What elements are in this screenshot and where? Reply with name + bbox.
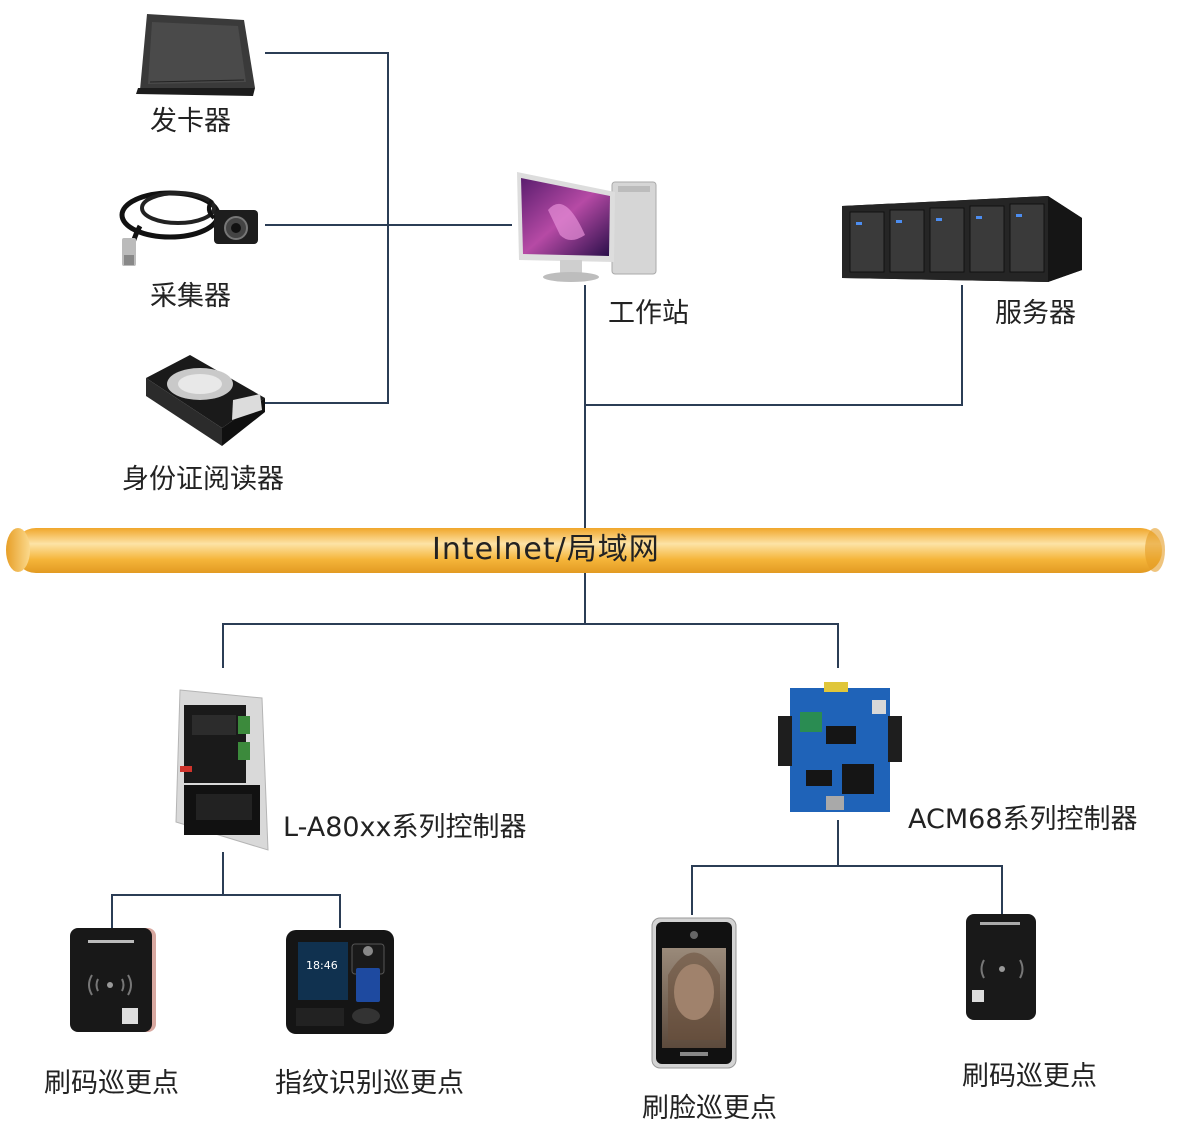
workstation-device: [517, 172, 657, 282]
collector-label: 采集器: [150, 281, 231, 312]
network-bus: [6, 528, 1165, 573]
card-issuer-device: [136, 14, 255, 96]
controller-la80-device: [175, 689, 269, 851]
collector-device: [119, 190, 258, 266]
workstation-label: 工作站: [608, 298, 689, 329]
wire-group-enrollment: [265, 52, 512, 404]
server-device: [842, 196, 1082, 282]
controller-left-label: L-A80xx系列控制器: [283, 812, 527, 843]
card-issuer-label: 发卡器: [150, 106, 231, 137]
patrol-face-label: 刷脸巡更点: [642, 1093, 777, 1124]
fingerprint-patrol-device: [286, 930, 394, 1034]
face-patrol-device: [651, 917, 737, 1069]
id-reader-device: [146, 355, 265, 446]
server-label: 服务器: [995, 298, 1076, 329]
network-bus-label: Intelnet/局域网: [432, 532, 660, 567]
wire-group-backbone: [222, 285, 963, 668]
card-patrol-right-device: [966, 914, 1036, 1020]
patrol-fingerprint-label: 指纹识别巡更点: [275, 1068, 464, 1099]
fingerprint-clock-text: 18:46: [306, 959, 338, 972]
id-reader-label: 身份证阅读器: [122, 464, 284, 495]
wire-group-patrol: [111, 820, 1003, 928]
card-patrol-left-device: [70, 928, 156, 1032]
controller-right-label: ACM68系列控制器: [908, 804, 1138, 835]
controller-acm68-device: [778, 682, 902, 812]
patrol-card-right-label: 刷码巡更点: [962, 1061, 1097, 1092]
patrol-card-left-label: 刷码巡更点: [44, 1068, 179, 1099]
